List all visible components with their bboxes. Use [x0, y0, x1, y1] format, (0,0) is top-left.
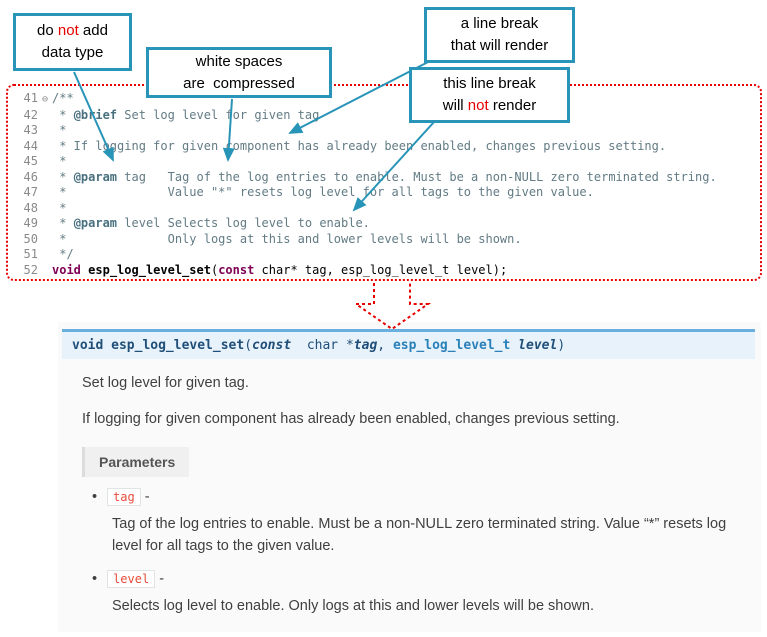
signature-type-link[interactable]: esp_log_level_t: [392, 338, 511, 353]
signature-type: char *: [291, 338, 354, 353]
callout-text: will: [442, 97, 468, 114]
signature-paren: ): [557, 338, 566, 353]
code-line: 46 * @param tag Tag of the log entries t…: [14, 170, 760, 186]
code-text: *: [52, 216, 74, 230]
signature-return-type: void: [72, 338, 104, 353]
callout-text-line: do not add: [37, 20, 108, 42]
signature-arg-level: level: [518, 338, 558, 353]
line-number: 42: [23, 107, 38, 122]
line-number: 48: [23, 200, 38, 215]
callout-text: that will render: [450, 37, 549, 54]
callout-text-line: will not render: [443, 95, 536, 117]
code-text: char* tag, esp_log_level_t level);: [254, 262, 508, 277]
parameters-heading: Parameters: [82, 446, 190, 477]
param-name-level: level: [107, 570, 156, 589]
line-number: 43: [23, 123, 38, 137]
code-text: *: [52, 154, 67, 168]
code-text: *: [52, 107, 74, 122]
code-line: 48 *: [14, 201, 760, 217]
code-text: Set log level for given tag: [117, 107, 320, 122]
callout-no-datatype: do not add data type: [13, 13, 132, 71]
code-text: */: [52, 247, 74, 261]
callout-text: render: [488, 97, 537, 114]
code-line: 52 void esp_log_level_set(const char* tag…: [14, 263, 760, 279]
fold-minus-icon[interactable]: ⊖: [41, 94, 49, 105]
callout-text-line: a line break: [461, 13, 539, 35]
bullet-icon: •: [92, 488, 98, 505]
callout-text: a line break: [460, 15, 539, 33]
callout-text: add: [78, 22, 108, 40]
code-line: 51 */: [14, 247, 760, 263]
doc-brief: Set log level for given tag.: [82, 375, 249, 391]
callout-whitespace: white spaces are compressed: [146, 47, 332, 98]
param-dash: -: [155, 571, 165, 588]
callout-text-red: not: [57, 22, 79, 40]
signature-const-keyword: const: [252, 338, 292, 353]
code-line: 49 * @param level Selects log level to e…: [14, 216, 760, 232]
line-number: 50: [23, 231, 38, 246]
keyword: void: [52, 262, 81, 277]
callout-text-line: that will render: [451, 35, 549, 57]
signature-separator: ,: [377, 338, 393, 353]
signature-space: [510, 338, 518, 353]
code-text: * Value "*" resets log level for all tag…: [52, 185, 594, 199]
code-line: 47 * Value "*" resets log level for all …: [14, 185, 760, 201]
code-text: * If logging for given component has alr…: [52, 138, 667, 153]
callout-text-line: data type: [42, 42, 104, 64]
line-number: 51: [23, 247, 38, 261]
param-item-level: • level - Selects log level to enable. On…: [92, 570, 761, 617]
keyword: const: [218, 262, 255, 277]
callout-break-render: a line break that will render: [424, 7, 575, 63]
code-snippet: 41⊖/** 42 * @brief Set log level for giv…: [6, 84, 762, 281]
code-text: level Selects log level to enable.: [117, 216, 370, 230]
callout-text: do: [37, 22, 58, 40]
line-number: 49: [23, 216, 38, 230]
callout-break-no-render: this line break will not render: [409, 67, 570, 123]
code-line: 50 * Only logs at this and lower levels …: [14, 232, 760, 248]
parameters-list: • tag - Tag of the log entries to enable.…: [92, 487, 761, 618]
line-number: 41: [23, 91, 38, 105]
line-number: 45: [23, 154, 38, 168]
line-number: 47: [23, 185, 38, 199]
line-number: 46: [23, 169, 38, 184]
callout-text-line: this line break: [443, 73, 536, 95]
callout-text: this line break: [443, 75, 536, 93]
callout-text: white spaces: [195, 52, 283, 70]
code-line: 41⊖/**: [14, 91, 760, 108]
param-item-tag: • tag - Tag of the log entries to enable.…: [92, 487, 761, 558]
doxygen-tag: @param: [73, 169, 118, 184]
callout-text: data type: [41, 44, 104, 61]
param-description: Selects log level to enable. Only logs a…: [112, 598, 594, 615]
code-line: 45 *: [14, 154, 760, 170]
callout-text: are compressed: [183, 74, 295, 92]
param-description: Tag of the log entries to enable. Must b…: [112, 515, 727, 554]
code-text: (: [210, 262, 219, 277]
signature-paren: (: [244, 338, 253, 353]
code-text: /**: [52, 91, 74, 105]
function-name: esp_log_level_set: [88, 262, 211, 277]
param-dash: -: [140, 488, 150, 505]
code-line: 43 *: [14, 123, 760, 139]
line-number: 52: [23, 262, 38, 277]
code-text: *: [52, 200, 67, 215]
code-text: *: [52, 123, 67, 137]
code-text: * Only logs at this and lower levels wil…: [52, 231, 522, 246]
code-line: 44 * If logging for given component has …: [14, 139, 760, 155]
code-text: *: [52, 169, 74, 184]
callout-text-line: white spaces: [196, 51, 283, 73]
bullet-icon: •: [92, 571, 98, 588]
function-signature: void esp_log_level_set(const char *tag, …: [62, 329, 755, 359]
signature-arg-tag: tag: [353, 338, 378, 353]
code-line: 42 * @brief Set log level for given tag: [14, 108, 760, 124]
line-number: 44: [23, 138, 38, 153]
rendered-doc: void esp_log_level_set(const char *tag, …: [58, 322, 761, 632]
callout-text-line: are compressed: [183, 73, 295, 95]
doc-description: If logging for given component has alrea…: [82, 410, 620, 427]
callout-text-red: not: [467, 97, 489, 114]
doxygen-tag: @brief: [73, 107, 118, 122]
signature-function-name: esp_log_level_set: [103, 338, 245, 353]
param-name-tag: tag: [107, 487, 141, 506]
doxygen-tag: @param: [73, 216, 118, 230]
code-text: tag Tag of the log entries to enable. Mu…: [117, 169, 717, 184]
